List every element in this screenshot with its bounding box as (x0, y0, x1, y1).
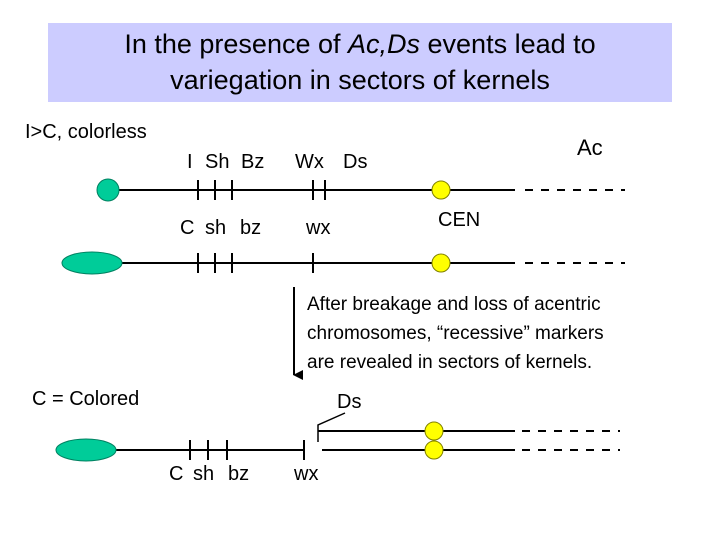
marker-Bz: Bz (241, 151, 265, 173)
title-suffix: events lead to (420, 29, 596, 59)
chromosome-broken (55, 412, 620, 462)
title-ac-ds: Ac,Ds (348, 29, 421, 59)
ac-label: Ac (577, 135, 603, 160)
breakage-note-line1: After breakage and loss of acentric (307, 294, 601, 315)
marker-Wx: Wx (295, 151, 324, 173)
marker-I: I (187, 151, 193, 173)
centromere-upper (424, 421, 444, 441)
breakage-note-line2: chromosomes, “recessive” markers (307, 323, 604, 344)
marker-wx-upper: wx (306, 217, 331, 239)
centromere-label: CEN (438, 209, 481, 231)
title-prefix: In the presence of (124, 29, 348, 59)
marker-sh: sh (205, 217, 227, 239)
breakage-note: After breakage and loss of acentric chro… (307, 290, 604, 377)
genotype-colorless-label: I>C, colorless (25, 121, 147, 143)
title-line2: variegation in sectors of kernels (170, 65, 550, 95)
centromere (431, 253, 451, 273)
chromosome-colorless (96, 178, 625, 202)
marker-bz: bz (240, 217, 262, 239)
marker-wx-bottom: wx (294, 463, 319, 485)
marker-bz-bottom: bz (228, 463, 250, 485)
colored-label: C = Colored (32, 388, 140, 410)
marker-C-bottom: C (169, 463, 184, 485)
knob-ellipse (55, 438, 117, 462)
chromosome-recessive (61, 251, 625, 275)
ds-pointer (317, 412, 346, 442)
marker-sh-bottom: sh (193, 463, 215, 485)
centromere (431, 180, 451, 200)
breakage-note-line3: are revealed in sectors of kernels. (307, 352, 593, 373)
centromere-lower (424, 440, 444, 460)
knob-ellipse (61, 251, 123, 275)
title-banner: In the presence of Ac,Ds events lead to … (48, 23, 672, 102)
marker-C: C (180, 217, 195, 239)
knob-circle (96, 178, 120, 202)
marker-Ds: Ds (343, 151, 368, 173)
ds-bottom-label: Ds (337, 391, 362, 413)
marker-Sh: Sh (205, 151, 230, 173)
